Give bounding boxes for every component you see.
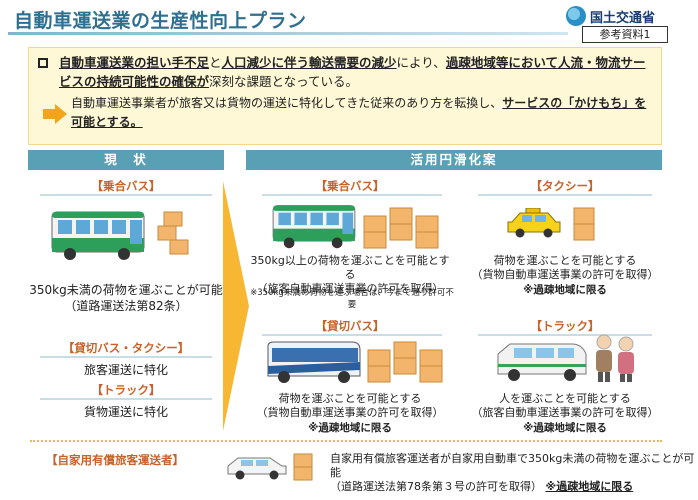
current-charter-caption: 旅客運送に特化 (83, 363, 168, 377)
current-bus-caption-line1: 350kg未満の荷物を運ぶことが可能 (29, 283, 223, 297)
plan-taxi-label: 【タクシー】 (530, 179, 600, 193)
plan-taxi-caption-line2: （貨物自動車運送事業の許可を取得） (471, 268, 659, 281)
private-transport-condition: ※過疎地域に限る (545, 480, 634, 493)
plan-charter-caption-line1: 荷物を運ぶことを可能とする (278, 392, 422, 405)
cargo-boxes-icon (157, 211, 189, 255)
cargo-boxes-icon (367, 341, 443, 383)
plan-charter-caption-line2: （貨物自動車運送事業の許可を取得） (256, 406, 444, 419)
issue-part-6: 深刻な課題となっている。 (209, 74, 359, 89)
issue-part-3: 人口減少に伴う輸送需要の減少 (221, 55, 397, 70)
divider (478, 194, 652, 196)
plan-bus-caption: 350kg以上の荷物を運ぶことを可能とする （旅客自動車運送事業の許可を取得） (248, 254, 452, 296)
plan-bus-label: 【乗合バス】 (315, 179, 385, 193)
current-charter-label: 【貸切バス・タクシー】 (62, 341, 190, 355)
plan-taxi-caption-line1: 荷物を運ぶことを可能とする (493, 254, 637, 267)
plan-truck-caption-line2: （旅客自動車運送事業の許可を取得） (471, 406, 659, 419)
private-transport-line1: 自家用有償旅客運送者が自家用自動車で350kg未満の荷物を運ぶことが可能 (330, 452, 695, 479)
ministry-name: 国土交通省 (590, 10, 656, 26)
bus-icon (272, 205, 356, 249)
page-title: 自動車運送業の生産性向上プラン (14, 10, 307, 32)
current-truck-label: 【トラック】 (91, 383, 161, 397)
divider (40, 356, 212, 358)
bus-icon (51, 211, 145, 260)
divider (262, 334, 442, 336)
transition-arrow-icon (223, 181, 249, 431)
cargo-boxes-icon (293, 453, 313, 481)
plan-truck-caption-line1: 人を運ぶことを可能とする (499, 392, 631, 405)
private-transport-text: 自家用有償旅客運送者が自家用自動車で350kg未満の荷物を運ぶことが可能 （道路… (330, 452, 698, 494)
current-bus-caption: 350kg未満の荷物を運ぶことが可能 （道路運送法第82条） (28, 282, 224, 314)
divider (40, 398, 212, 400)
plan-taxi-caption: 荷物を運ぶことを可能とする （貨物自動車運送事業の許可を取得） (468, 254, 662, 282)
private-transport-line2: （道路運送法第78条第３号の許可を取得） ※過疎地域に限る (330, 480, 698, 494)
issue-part-1: 自動車運送業の担い手不足 (59, 55, 210, 70)
divider (478, 334, 652, 336)
issue-part-5: 過疎地域等において人流・物流サービスの持続可能性の確保が (59, 55, 646, 89)
issue-part-4: により、 (396, 55, 446, 70)
current-bus-caption-line2: （道路運送法第82条） (64, 299, 188, 313)
summary-box: 自動車運送業の担い手不足と人口減少に伴う輸送需要の減少により、過疎地域等において… (28, 47, 662, 145)
ministry-emblem-icon (566, 6, 586, 26)
solution-prefix: 自動車運送事業者が旅客又は貨物の運送に特化してきた従来のあり方を転換し、 (71, 96, 503, 110)
plan-charter-condition: ※過疎地域に限る (308, 422, 392, 434)
cargo-boxes-icon (363, 207, 439, 249)
bottom-divider (30, 440, 662, 442)
taxi-icon (507, 208, 561, 238)
current-truck-caption: 貨物運送に特化 (83, 405, 168, 419)
title-underline (8, 32, 568, 35)
divider (40, 194, 212, 196)
plan-truck-caption: 人を運ぶことを可能とする （旅客自動車運送事業の許可を取得） (468, 392, 662, 420)
plan-charter-caption: 荷物を運ぶことを可能とする （貨物自動車運送事業の許可を取得） (248, 392, 452, 420)
cargo-boxes-icon (573, 207, 595, 241)
divider (262, 194, 442, 196)
charter-bus-icon (267, 341, 361, 383)
issue-part-2: と (209, 55, 222, 70)
solution-highlight: サービスの「かけもち」を可能とする。 (71, 96, 647, 129)
plan-taxi-condition: ※過疎地域に限る (523, 284, 607, 296)
plan-bus-caption-line2: （旅客自動車運送事業の許可を取得） (256, 282, 444, 295)
plan-bus-note: ※350kg未満の荷物を運ぶ場合は、今まで通り許可不要 (250, 288, 454, 310)
summary-issue-text: 自動車運送業の担い手不足と人口減少に伴う輸送需要の減少により、過疎地域等において… (59, 53, 655, 91)
van-icon (497, 343, 587, 381)
private-transport-line2-main: （道路運送法第78条第３号の許可を取得） (330, 480, 542, 493)
plan-column-header: 活用円滑化案 (246, 150, 662, 170)
right-arrow-icon (43, 104, 67, 124)
plan-charter-label: 【貸切バス】 (315, 319, 385, 333)
checkbox-bullet-icon (38, 58, 48, 68)
private-transport-label: 【自家用有償旅客運送者】 (46, 453, 184, 467)
reference-badge: 参考資料1 (582, 26, 668, 43)
summary-solution-text: 自動車運送事業者が旅客又は貨物の運送に特化してきた従来のあり方を転換し、サービス… (71, 94, 655, 132)
plan-truck-label: 【トラック】 (530, 319, 600, 333)
elderly-people-icon (596, 334, 634, 382)
current-bus-label: 【乗合バス】 (91, 179, 161, 193)
plan-truck-condition: ※過疎地域に限る (523, 422, 607, 434)
private-car-icon (227, 457, 287, 480)
current-column-header: 現 状 (28, 150, 224, 170)
plan-bus-caption-line1: 350kg以上の荷物を運ぶことを可能とする (250, 254, 450, 281)
ministry-logo: 国土交通省 (566, 6, 655, 26)
